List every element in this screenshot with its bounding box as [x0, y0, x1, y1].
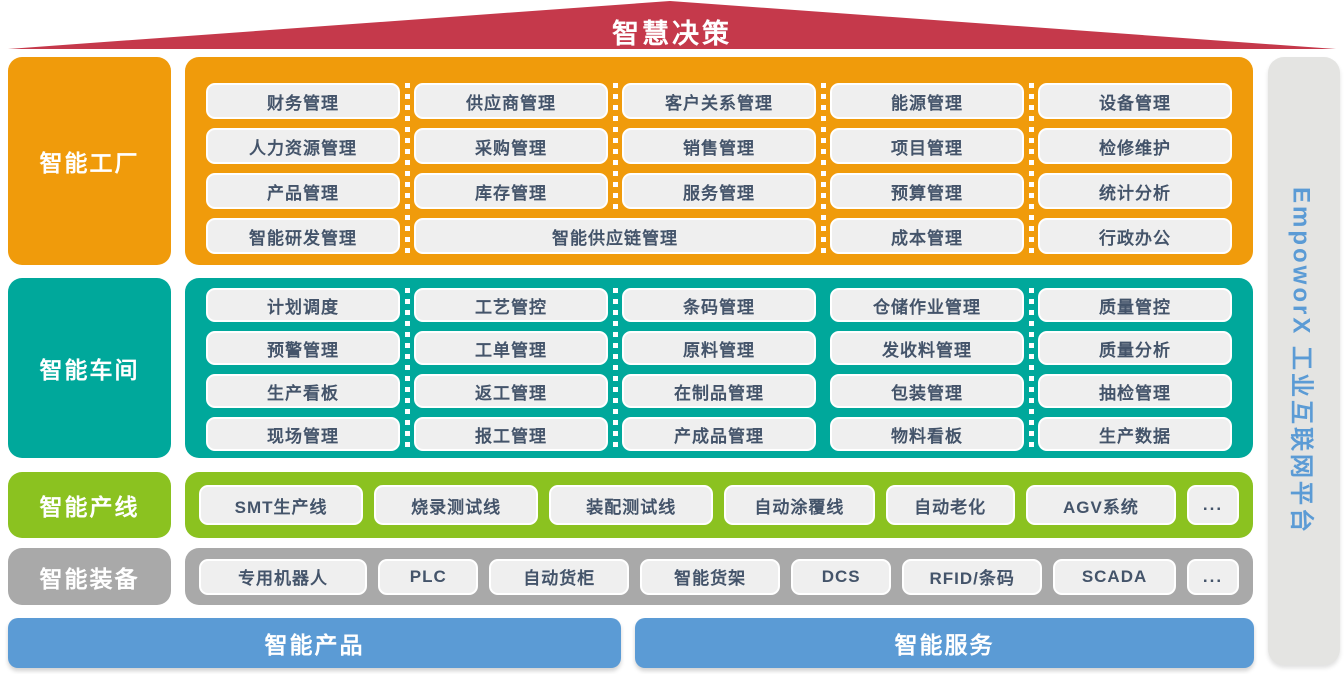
- ellipsis-box: ...: [1187, 485, 1239, 525]
- module-box: 检修维护: [1038, 128, 1232, 164]
- factory-panel: 财务管理 供应商管理 客户关系管理 能源管理 设备管理 人力资源管理 采购管理 …: [185, 57, 1253, 265]
- module-box: SCADA: [1053, 558, 1176, 595]
- module-box: 仓储作业管理: [830, 288, 1024, 322]
- module-box: 项目管理: [830, 128, 1024, 164]
- workshop-row: 现场管理 报工管理 产成品管理 物料看板 生产数据: [199, 417, 1239, 451]
- column-divider: [1029, 83, 1034, 254]
- section-label-factory: 智能工厂: [8, 57, 171, 265]
- workshop-row: 生产看板 返工管理 在制品管理 包装管理 抽检管理: [199, 374, 1239, 408]
- roof-shape: [8, 1, 1336, 49]
- module-box: 抽检管理: [1038, 374, 1232, 408]
- module-box: 原料管理: [622, 331, 816, 365]
- module-box: AGV系统: [1025, 485, 1176, 525]
- roof-banner: 智慧决策: [0, 0, 1344, 49]
- module-box: RFID/条码: [902, 558, 1043, 595]
- factory-row: 人力资源管理 采购管理 销售管理 项目管理 检修维护: [199, 128, 1239, 164]
- section-label-production-line: 智能产线: [8, 472, 171, 538]
- module-box: 客户关系管理: [622, 83, 816, 119]
- column-divider: [613, 288, 618, 451]
- module-box: 行政办公: [1038, 218, 1232, 254]
- section-label-workshop: 智能车间: [8, 278, 171, 458]
- module-box: DCS: [791, 558, 892, 595]
- module-box: 能源管理: [830, 83, 1024, 119]
- module-box: 自动涂覆线: [724, 485, 875, 525]
- module-box: 发收料管理: [830, 331, 1024, 365]
- equipment-panel: 专用机器人 PLC 自动货柜 智能货架 DCS RFID/条码 SCADA ..…: [185, 548, 1253, 605]
- module-box: 人力资源管理: [206, 128, 400, 164]
- module-box: 采购管理: [414, 128, 608, 164]
- module-box: 预算管理: [830, 173, 1024, 209]
- factory-row: 智能研发管理 智能供应链管理 成本管理 行政办公: [199, 218, 1239, 254]
- module-box: 现场管理: [206, 417, 400, 451]
- module-box: 在制品管理: [622, 374, 816, 408]
- section-label-equipment: 智能装备: [8, 548, 171, 605]
- module-box: 工单管理: [414, 331, 608, 365]
- factory-row: 产品管理 库存管理 服务管理 预算管理 统计分析: [199, 173, 1239, 209]
- column-divider: [821, 83, 826, 254]
- module-box: 库存管理: [414, 173, 608, 209]
- module-box: 返工管理: [414, 374, 608, 408]
- module-box: 质量管控: [1038, 288, 1232, 322]
- module-box: 产品管理: [206, 173, 400, 209]
- module-box: PLC: [378, 558, 479, 595]
- module-box: 报工管理: [414, 417, 608, 451]
- module-box: SMT生产线: [199, 485, 364, 525]
- module-box: 智能供应链管理: [414, 218, 816, 254]
- workshop-panel: 计划调度 工艺管控 条码管理 仓储作业管理 质量管控 预警管理 工单管理 原料管…: [185, 278, 1253, 458]
- module-box: 智能研发管理: [206, 218, 400, 254]
- module-box: 自动老化: [885, 485, 1015, 525]
- module-box: 供应商管理: [414, 83, 608, 119]
- module-box: 烧录测试线: [374, 485, 539, 525]
- module-box: 设备管理: [1038, 83, 1232, 119]
- smart-product-bar: 智能产品: [8, 618, 621, 668]
- module-box: 销售管理: [622, 128, 816, 164]
- module-box: 生产看板: [206, 374, 400, 408]
- module-box: 质量分析: [1038, 331, 1232, 365]
- module-box: 服务管理: [622, 173, 816, 209]
- module-box: 产成品管理: [622, 417, 816, 451]
- module-box: 智能货架: [640, 558, 781, 595]
- platform-bar: EmpoworX 工业互联网平台: [1268, 57, 1340, 665]
- column-divider: [613, 83, 618, 213]
- column-divider: [405, 288, 410, 451]
- module-box: 工艺管控: [414, 288, 608, 322]
- column-divider: [405, 83, 410, 254]
- module-box: 自动货柜: [489, 558, 630, 595]
- module-box: 预警管理: [206, 331, 400, 365]
- module-box: 统计分析: [1038, 173, 1232, 209]
- module-box: 生产数据: [1038, 417, 1232, 451]
- production-line-panel: SMT生产线 烧录测试线 装配测试线 自动涂覆线 自动老化 AGV系统 ...: [185, 472, 1253, 538]
- module-box: 计划调度: [206, 288, 400, 322]
- module-box: 条码管理: [622, 288, 816, 322]
- module-box: 物料看板: [830, 417, 1024, 451]
- roof-title: 智慧决策: [612, 19, 732, 49]
- module-box: 包装管理: [830, 374, 1024, 408]
- module-box: 装配测试线: [549, 485, 714, 525]
- workshop-row: 计划调度 工艺管控 条码管理 仓储作业管理 质量管控: [199, 288, 1239, 322]
- factory-row: 财务管理 供应商管理 客户关系管理 能源管理 设备管理: [199, 83, 1239, 119]
- ellipsis-box: ...: [1186, 558, 1239, 595]
- column-divider: [1029, 288, 1034, 451]
- workshop-row: 预警管理 工单管理 原料管理 发收料管理 质量分析: [199, 331, 1239, 365]
- module-box: 成本管理: [830, 218, 1024, 254]
- module-box: 专用机器人: [199, 558, 368, 595]
- smart-service-bar: 智能服务: [635, 618, 1254, 668]
- module-box: 财务管理: [206, 83, 400, 119]
- platform-label: EmpoworX 工业互联网平台: [1287, 186, 1315, 536]
